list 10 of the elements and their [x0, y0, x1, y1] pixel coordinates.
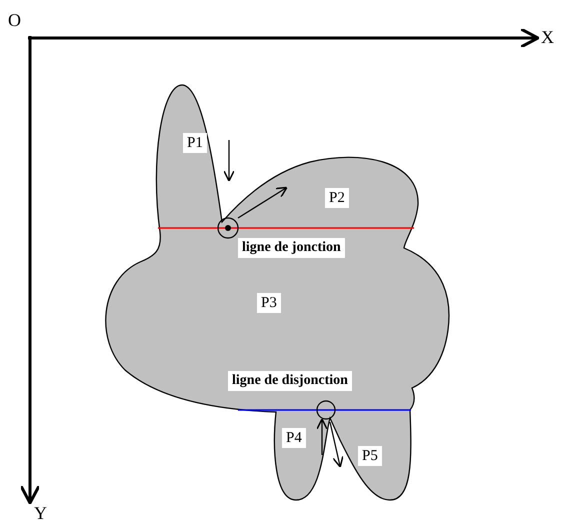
region-label: P5 [358, 446, 382, 466]
line-label: ligne de jonction [238, 238, 345, 258]
region-label: P1 [183, 133, 207, 153]
axis-label: Y [34, 503, 47, 523]
region-label: P4 [282, 428, 306, 448]
axis-label: O [8, 10, 21, 30]
region-label: P2 [325, 188, 349, 208]
region-label: P3 [257, 293, 281, 313]
axis-label: X [541, 27, 554, 47]
line-label: ligne de disjonction [228, 371, 352, 391]
